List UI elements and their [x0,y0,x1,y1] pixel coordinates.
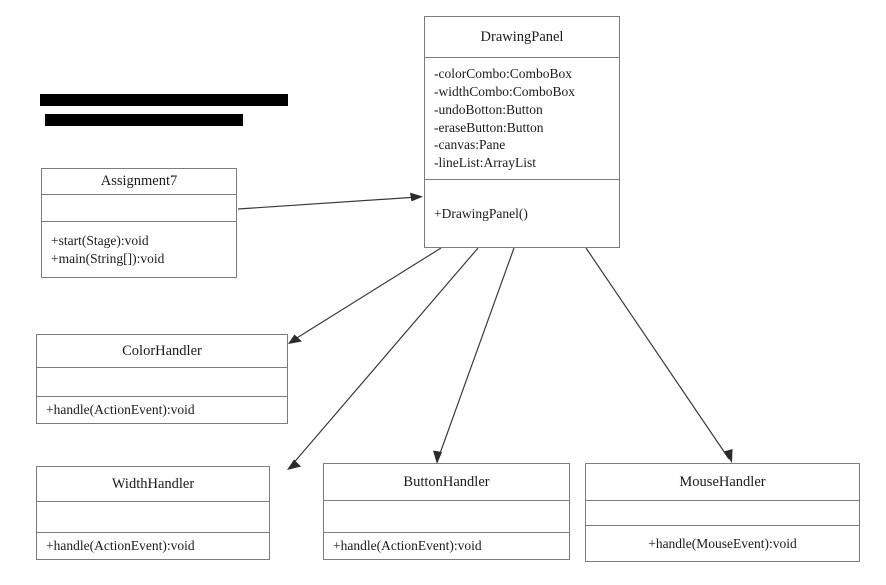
edge-drawingpanel-to-mousehandler [585,247,733,463]
uml-class-button-handler[interactable]: ButtonHandler +handle(ActionEvent):void [323,463,570,560]
drawing-panel-class-name: DrawingPanel [480,28,564,45]
width-handler-attributes-compartment [37,502,269,533]
uml-class-drawing-panel[interactable]: DrawingPanel -colorCombo:ComboBox -width… [424,16,620,248]
drawing-panel-attribute: -canvas:Pane [434,137,506,153]
assignment7-name-compartment: Assignment7 [42,169,236,195]
drawing-panel-operation: +DrawingPanel() [434,205,528,221]
width-handler-operation: +handle(ActionEvent):void [46,538,195,554]
drawing-panel-attribute: -colorCombo:ComboBox [434,66,572,82]
width-handler-name-compartment: WidthHandler [37,467,269,502]
edge-drawingpanel-to-colorhandler [288,247,442,344]
drawing-panel-operations-compartment: +DrawingPanel() [425,180,619,247]
uml-class-width-handler[interactable]: WidthHandler +handle(ActionEvent):void [36,466,270,560]
color-handler-operation: +handle(ActionEvent):void [46,402,195,418]
edge-drawingpanel-to-buttonhandler [433,247,515,464]
button-handler-class-name: ButtonHandler [403,473,490,490]
mouse-handler-operations-compartment: +handle(MouseEvent):void [586,526,859,561]
edge-assignment7-to-drawingpanel [237,192,423,210]
assignment7-operation: +start(Stage):void [51,232,149,248]
color-handler-class-name: ColorHandler [122,342,202,359]
mouse-handler-name-compartment: MouseHandler [586,464,859,501]
assignment7-class-name: Assignment7 [100,173,178,190]
button-handler-attributes-compartment [324,501,569,533]
uml-class-color-handler[interactable]: ColorHandler +handle(ActionEvent):void [36,334,288,424]
drawing-panel-attributes-compartment: -colorCombo:ComboBox -widthCombo:ComboBo… [425,58,619,180]
edge-drawingpanel-to-widthhandler [287,247,479,470]
drawing-panel-attribute: -eraseButton:Button [434,119,544,135]
drawing-panel-attribute: -widthCombo:ComboBox [434,83,576,99]
redaction-bar-line2 [45,114,243,126]
mouse-handler-operation: +handle(MouseEvent):void [648,535,797,551]
uml-class-assignment7[interactable]: Assignment7 +start(Stage):void +main(Str… [41,168,237,278]
width-handler-class-name: WidthHandler [111,475,195,492]
drawing-panel-attribute: -lineList:ArrayList [434,155,536,171]
width-handler-operations-compartment: +handle(ActionEvent):void [37,533,269,559]
mouse-handler-class-name: MouseHandler [679,473,766,490]
button-handler-name-compartment: ButtonHandler [324,464,569,501]
button-handler-operations-compartment: +handle(ActionEvent):void [324,533,569,559]
assignment7-operations-compartment: +start(Stage):void +main(String[]):void [42,222,236,277]
assignment7-attributes-compartment [42,195,236,222]
button-handler-operation: +handle(ActionEvent):void [333,538,482,554]
assignment7-operation: +main(String[]):void [51,250,165,266]
color-handler-name-compartment: ColorHandler [37,335,287,368]
color-handler-attributes-compartment [37,368,287,397]
redaction-bar-line1 [40,94,288,106]
drawing-panel-name-compartment: DrawingPanel [425,17,619,58]
drawing-panel-attribute: -undoBotton:Button [434,101,543,117]
color-handler-operations-compartment: +handle(ActionEvent):void [37,397,287,423]
uml-class-mouse-handler[interactable]: MouseHandler +handle(MouseEvent):void [585,463,860,562]
mouse-handler-attributes-compartment [586,501,859,526]
